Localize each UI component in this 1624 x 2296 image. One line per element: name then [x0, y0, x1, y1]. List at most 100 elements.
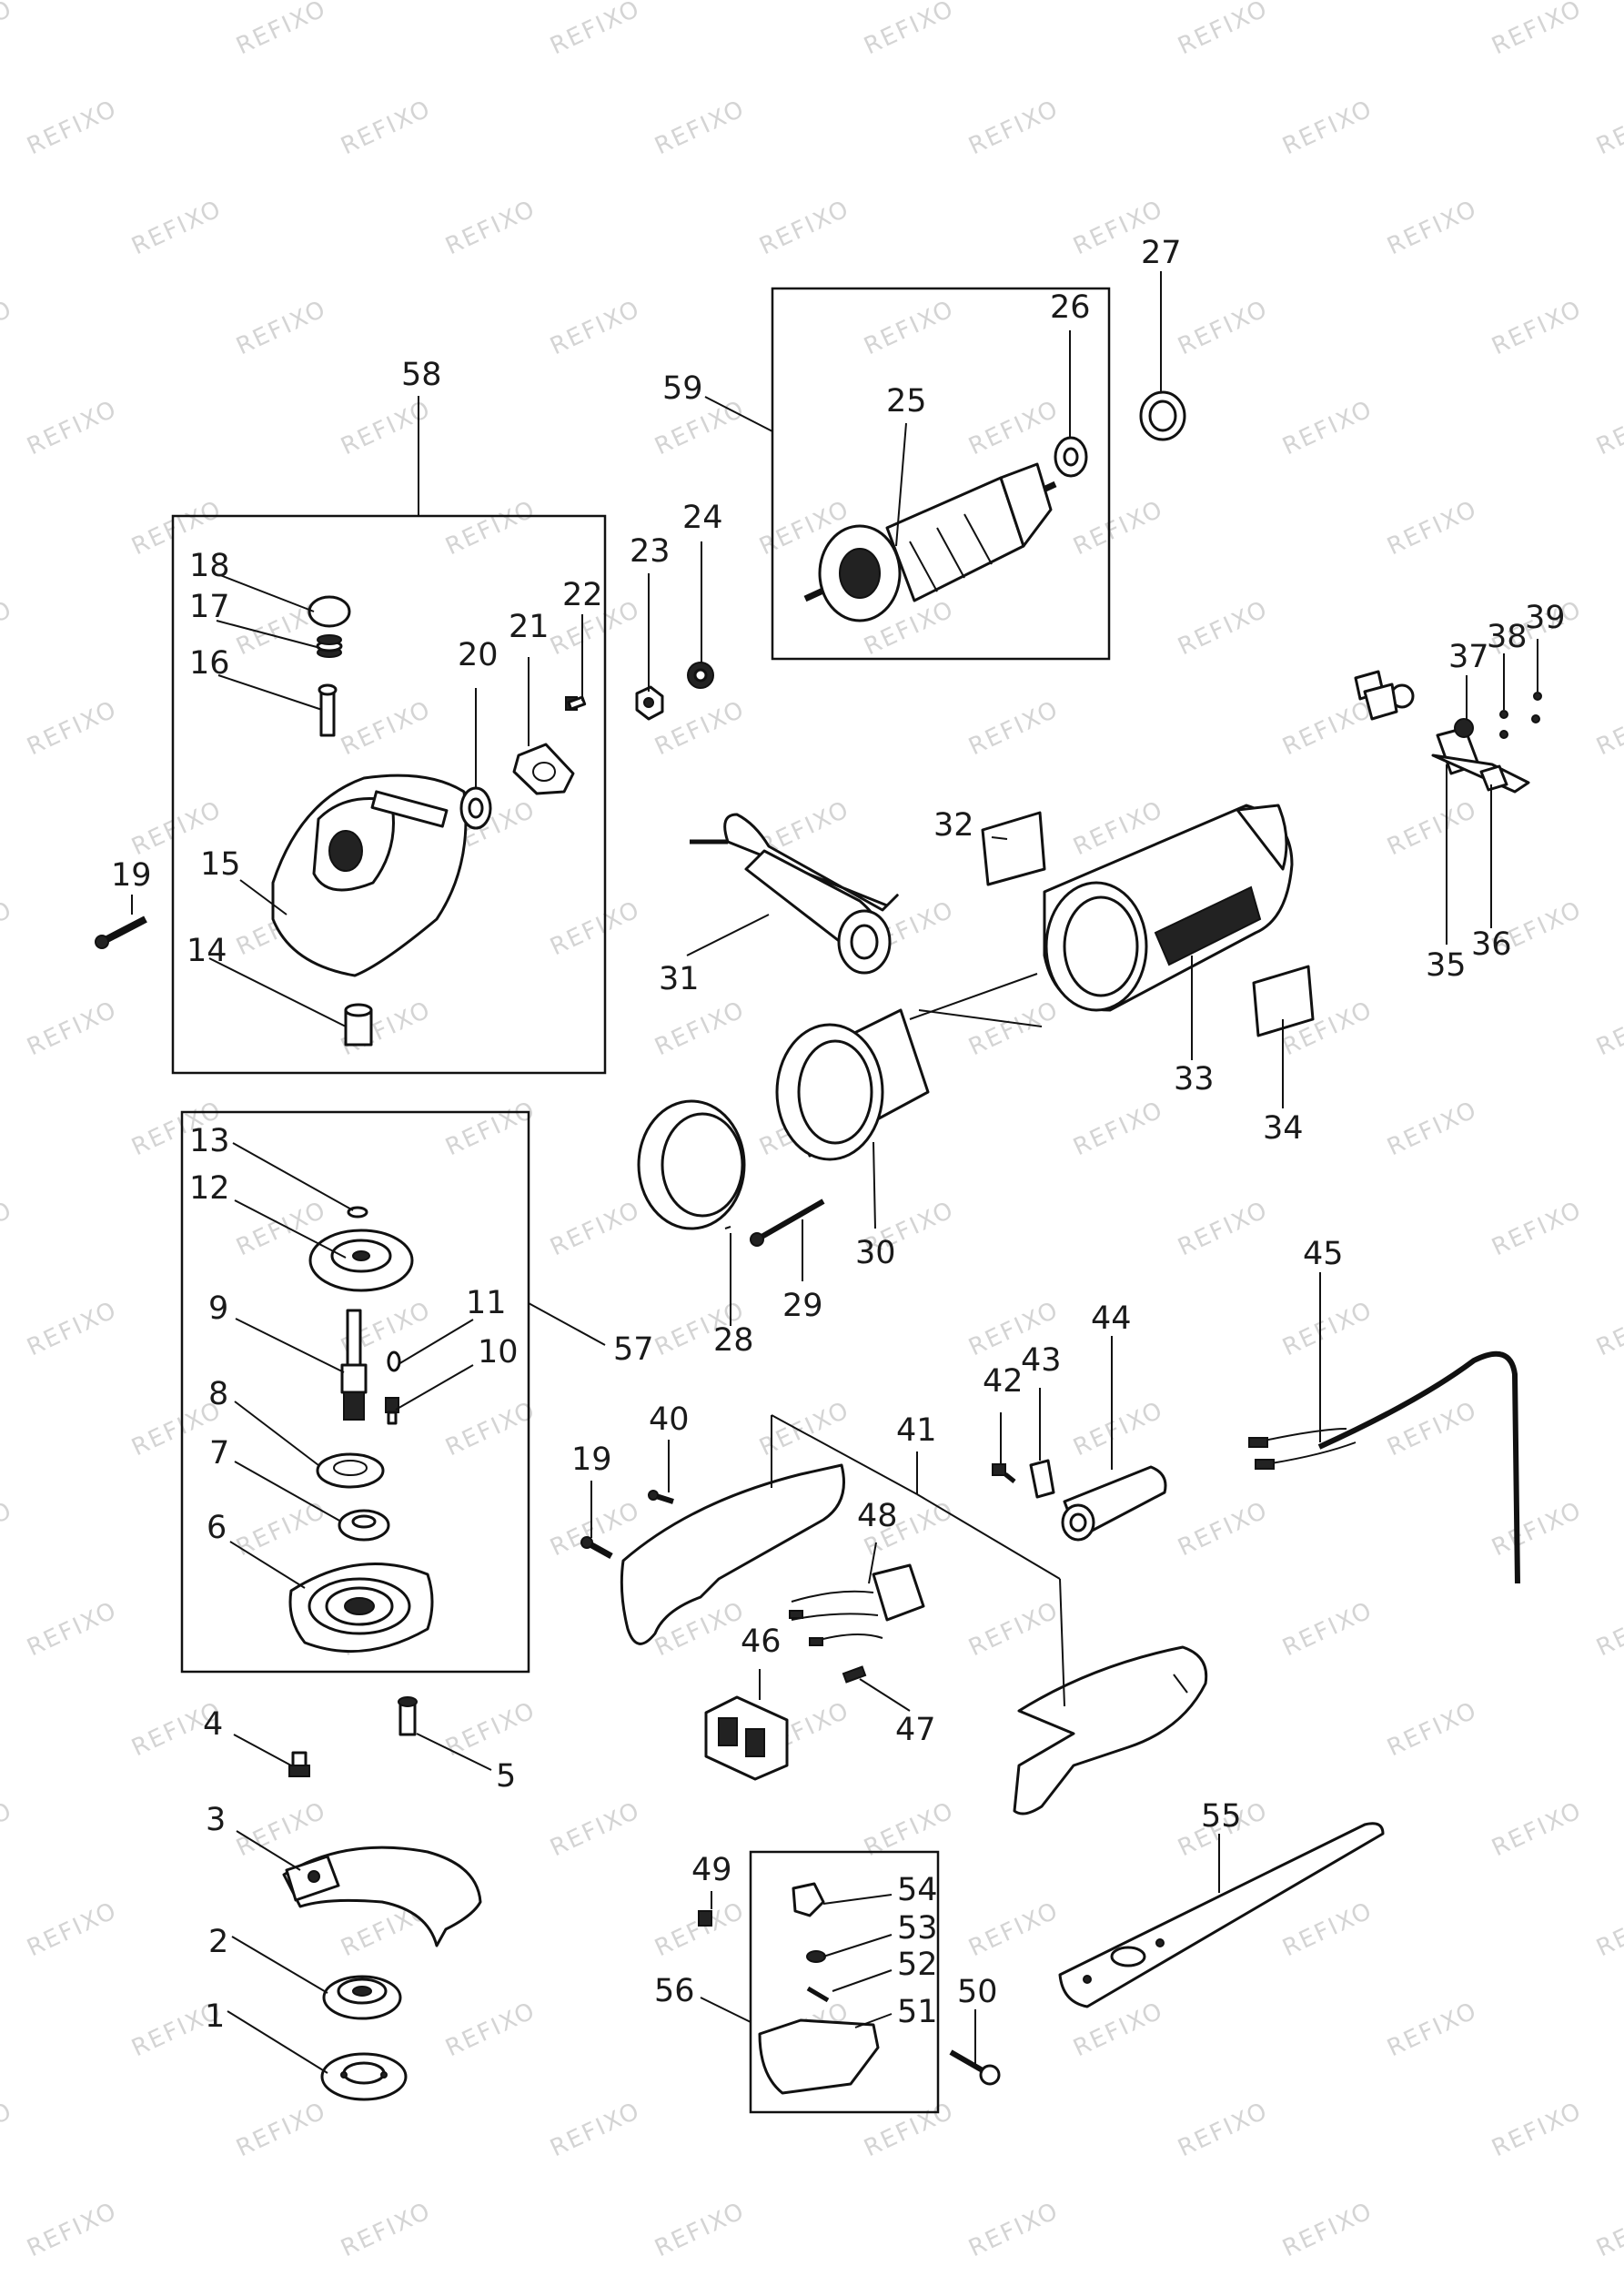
callout-4: 4: [203, 1706, 223, 1743]
watermark-text: REFIXO: [1488, 0, 1587, 60]
watermark-text: REFIXO: [964, 695, 1064, 761]
watermark-text: REFIXO: [1592, 1596, 1624, 1662]
callout-44: 44: [1091, 1300, 1132, 1337]
watermark-text: REFIXO: [1278, 695, 1377, 761]
callout-11: 11: [466, 1285, 507, 1321]
part-label-34: [1252, 965, 1315, 1037]
callout-58: 58: [401, 357, 442, 393]
watermark-text: REFIXO: [860, 2097, 959, 2162]
callout-28: 28: [713, 1322, 754, 1359]
callout-26: 26: [1050, 289, 1091, 326]
part-rear-handle-half: [620, 1463, 1208, 1816]
watermark-text: REFIXO: [964, 1596, 1064, 1662]
watermark-text: REFIXO: [1174, 1196, 1273, 1261]
group-box-56: [749, 1850, 940, 2114]
watermark-text: REFIXO: [23, 996, 122, 1061]
watermark-text: REFIXO: [964, 996, 1064, 1061]
watermark-text: REFIXO: [0, 1196, 17, 1261]
part-sleeve-14: [344, 1003, 373, 1047]
callout-13: 13: [189, 1123, 230, 1159]
part-screw-40: [648, 1490, 674, 1504]
watermark-text: REFIXO: [1278, 395, 1377, 460]
callout-7: 7: [209, 1435, 229, 1472]
part-screw-38b: [1499, 730, 1508, 739]
watermark-text: REFIXO: [337, 2197, 436, 2262]
watermark-text: REFIXO: [860, 295, 959, 360]
callout-16: 16: [189, 645, 230, 682]
part-power-cord: [1248, 1350, 1520, 1584]
callout-20: 20: [458, 637, 499, 673]
callout-35: 35: [1426, 947, 1467, 984]
group-box-59: [771, 287, 1111, 661]
watermark-text: REFIXO: [1488, 1496, 1587, 1562]
callout-17: 17: [189, 589, 230, 625]
callout-54: 54: [897, 1872, 938, 1908]
part-nut-23: [635, 685, 664, 721]
watermark-text: REFIXO: [0, 595, 17, 661]
watermark-text: REFIXO: [546, 295, 645, 360]
part-switch-lever-housing: [758, 2018, 880, 2095]
part-switch-lever: [792, 1882, 825, 1917]
part-pinion-gear: [687, 662, 714, 689]
part-carbon-brush: [1479, 764, 1508, 792]
watermark-text: REFIXO: [0, 2097, 17, 2162]
part-screw-42: [992, 1463, 1016, 1483]
watermark-text: REFIXO: [651, 95, 750, 160]
callout-23: 23: [630, 533, 671, 570]
part-bearing-20: [459, 786, 492, 830]
watermark-text: REFIXO: [1592, 95, 1624, 160]
watermark-text: REFIXO: [860, 0, 959, 60]
part-gear-housing: [271, 774, 468, 977]
watermark-text: REFIXO: [1174, 0, 1273, 60]
callout-18: 18: [189, 548, 230, 584]
part-bearing-7: [338, 1509, 390, 1542]
callout-49: 49: [691, 1852, 732, 1888]
group-box-58: [171, 514, 607, 1075]
part-bolt-5: [398, 1696, 418, 1736]
callout-5: 5: [496, 1758, 516, 1795]
part-screw-19-left: [95, 915, 147, 949]
watermark-text: REFIXO: [441, 1997, 540, 2062]
watermark-text: REFIXO: [546, 1196, 645, 1261]
leader-lines: [131, 271, 1538, 2074]
part-spring-17: [316, 634, 343, 658]
part-wire-harness: [789, 1563, 925, 1646]
callout-32: 32: [933, 807, 974, 844]
watermark-text: REFIXO: [0, 0, 17, 60]
callout-52: 52: [897, 1947, 938, 1983]
watermark-text: REFIXO: [232, 295, 331, 360]
watermark-text: REFIXO: [337, 95, 436, 160]
part-set-screw-49: [698, 1910, 712, 1927]
callout-59: 59: [662, 370, 703, 407]
part-lock-pin: [318, 683, 338, 737]
part-key-11: [387, 1350, 401, 1372]
watermark-text: REFIXO: [1488, 295, 1587, 360]
part-screw-4: [288, 1751, 310, 1777]
callout-50: 50: [957, 1974, 998, 2010]
watermark-text: REFIXO: [651, 1896, 750, 1962]
part-air-baffle: [637, 1099, 746, 1230]
watermark-text: REFIXO: [964, 2197, 1064, 2262]
part-screw-38: [1499, 710, 1508, 719]
part-stator-screw: [750, 1199, 825, 1247]
callout-33: 33: [1174, 1061, 1215, 1097]
callout-40: 40: [649, 1401, 690, 1438]
callout-36: 36: [1471, 926, 1512, 963]
watermark-text: REFIXO: [964, 1896, 1064, 1962]
part-outer-flange-nut: [320, 2052, 408, 2101]
part-motor-housing: [1043, 804, 1294, 1012]
callout-31: 31: [659, 961, 700, 997]
part-inner-flange: [322, 1975, 402, 2020]
callout-37: 37: [1448, 639, 1489, 675]
watermark-text: REFIXO: [0, 1496, 17, 1562]
watermark-text: REFIXO: [1488, 1196, 1587, 1261]
callout-57: 57: [613, 1331, 654, 1368]
watermark-text: REFIXO: [1383, 1096, 1482, 1161]
callout-labels: 1 2 3 4 5 6 7 8 9 10 11 12 13 14 15 16 1…: [111, 235, 1566, 2035]
callout-21: 21: [509, 609, 550, 645]
callout-39: 39: [1525, 600, 1566, 636]
part-pin-wrench: [1058, 1822, 1385, 2008]
watermark-text: REFIXO: [1069, 495, 1168, 561]
part-screw-19-center: [580, 1536, 613, 1560]
part-brush-spring: [1363, 683, 1474, 738]
